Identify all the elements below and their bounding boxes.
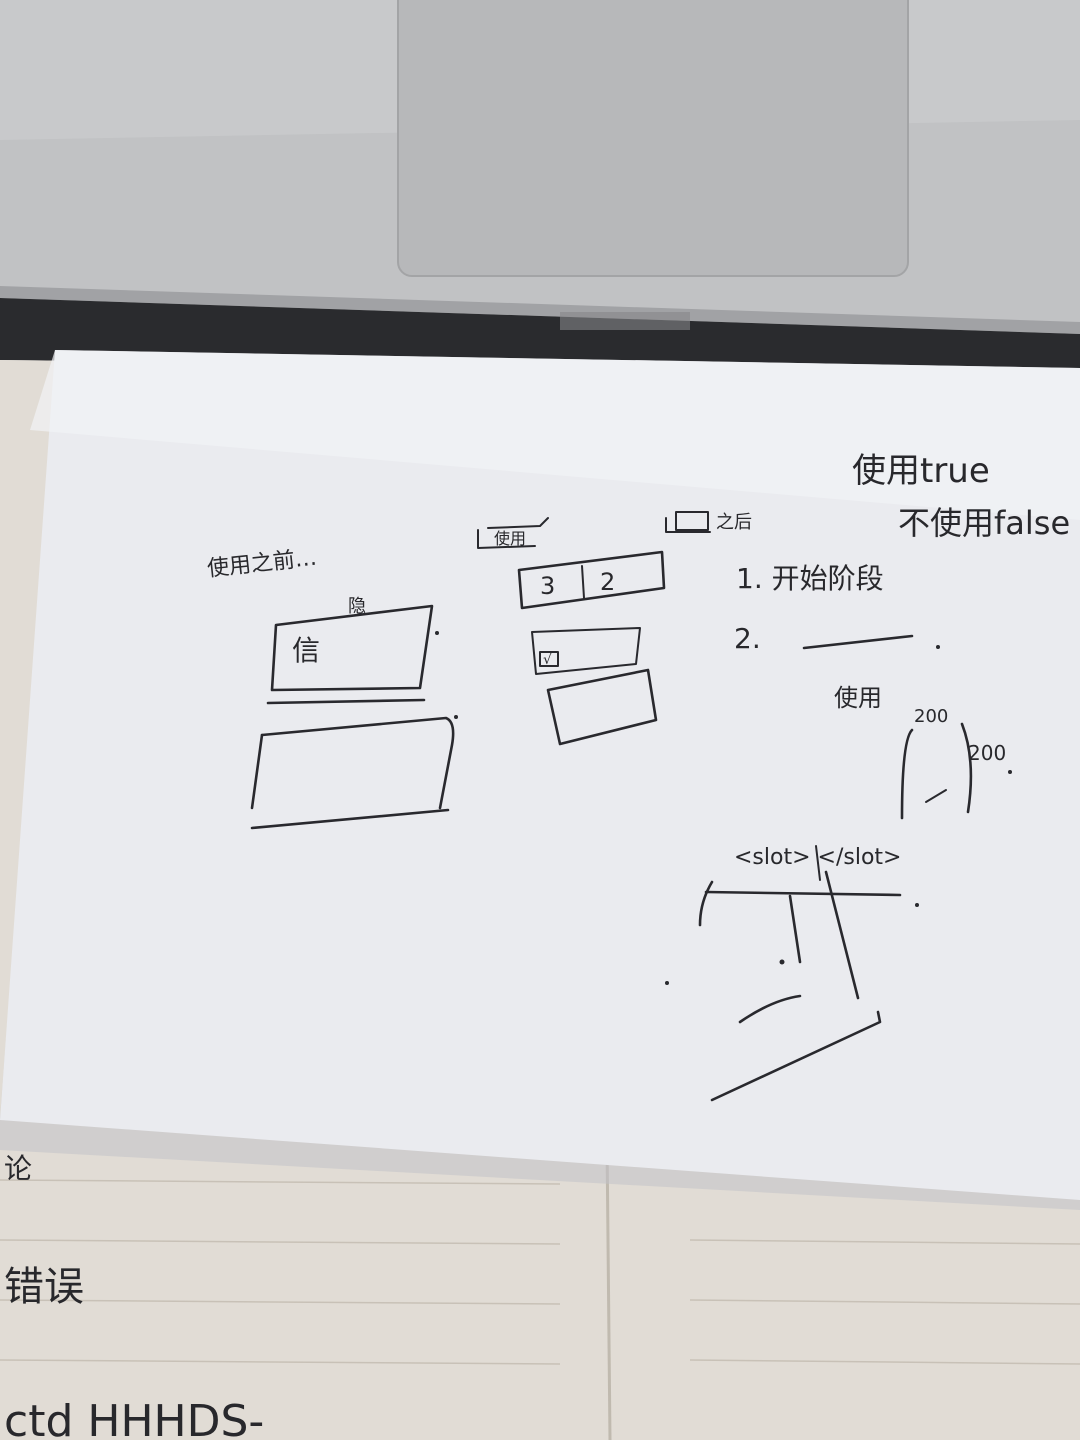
notebook-line-3: ctd HHHDS- — [4, 1396, 264, 1440]
sketch-after-use: 使用 3 2 √ — [477, 517, 666, 746]
height-label: 200 — [914, 706, 948, 727]
note-uses-true: 使用true — [852, 451, 990, 491]
sketch-dim-box — [900, 722, 973, 820]
checkbox-mark: √ — [543, 652, 552, 668]
laptop-keyboard-edge — [0, 298, 1080, 372]
sketch-box-b — [250, 716, 455, 830]
tab-box-1: 3 — [540, 572, 555, 600]
note-after-use: 使用 — [494, 529, 526, 548]
paper-sheet — [0, 350, 1080, 1210]
stray-dots — [435, 631, 1012, 985]
note-no-use-false: 不使用false — [898, 504, 1070, 542]
laptop-trackpad — [397, 0, 909, 277]
use-label: 使用 — [834, 684, 882, 712]
step-2: 2. — [734, 622, 761, 655]
step-1: 1. 开始阶段 — [736, 562, 884, 595]
laptop — [0, 0, 1080, 372]
notebook-line-2: 错误 — [4, 1264, 84, 1310]
tab-box-2: 2 — [600, 568, 615, 596]
sketch-box-a — [266, 604, 434, 705]
notebook-line-1: 论 — [4, 1152, 32, 1185]
note-after-label: 之后 — [716, 512, 752, 533]
sketch-after-label: 之后 — [665, 511, 752, 533]
label-box-a: 隐 — [348, 596, 366, 617]
sketch-slot — [698, 845, 902, 1102]
width-label: 200 — [968, 741, 1006, 765]
box-a-text: 信 — [292, 634, 320, 667]
